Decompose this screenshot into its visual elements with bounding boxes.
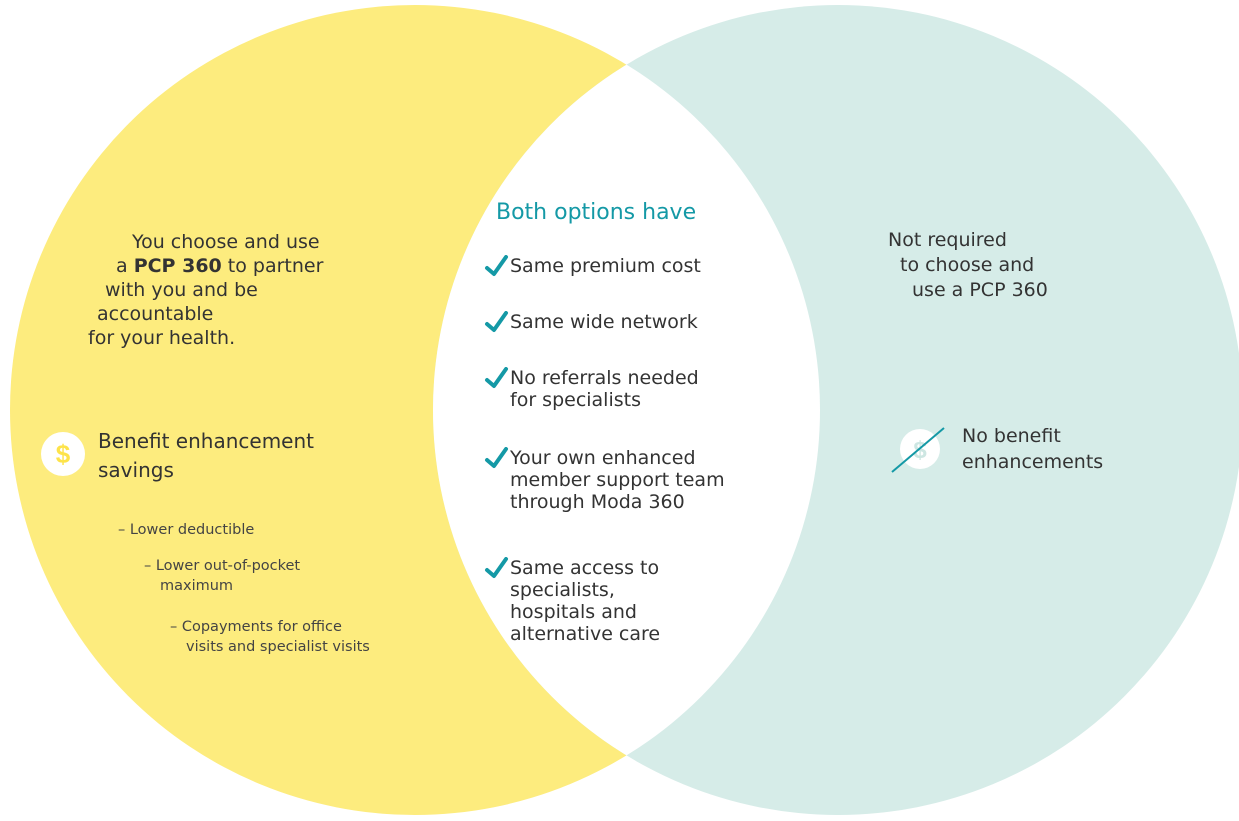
benefit-heading-line: Benefit enhancement: [98, 429, 314, 453]
right-intro-line: Not required: [888, 229, 1007, 251]
no-dollar-sign-icon: $: [890, 424, 946, 474]
no-benefit-line: No benefit: [962, 425, 1061, 447]
check-item-line: hospitals and: [510, 601, 637, 623]
left-intro-line: You choose and use: [132, 231, 320, 253]
benefit-list-item: – Lower deductible: [118, 520, 254, 540]
benefit-item-text: maximum: [160, 578, 234, 594]
check-item-text: Same premium cost: [510, 255, 701, 277]
benefit-heading-line: savings: [98, 458, 174, 482]
checkmark-icon: [485, 255, 508, 276]
check-item-referrals: No referrals needed for specialists: [484, 367, 699, 411]
check-item-premium: Same premium cost: [484, 255, 701, 277]
check-item-text: Your own enhanced member support team th…: [510, 447, 725, 513]
left-intro-line: a PCP 360 to partner: [88, 254, 408, 278]
check-item-line: specialists,: [510, 579, 615, 601]
left-intro-line: for your health.: [88, 327, 236, 349]
svg-text:$: $: [913, 437, 927, 464]
benefit-heading: Benefit enhancement savings: [98, 427, 314, 485]
checkmark-icon: [485, 447, 508, 468]
check-item-network: Same wide network: [484, 311, 698, 333]
right-intro: Not required to choose and use a PCP 360: [882, 228, 1048, 303]
checkmark-icon: [485, 557, 508, 578]
check-item-line: Your own enhanced: [510, 447, 696, 469]
checkmark-icon: [485, 367, 508, 388]
benefit-item-text: – Copayments for office: [170, 619, 342, 635]
benefit-list-item: – Copayments for office visits and speci…: [170, 617, 370, 657]
no-benefit-line: enhancements: [962, 451, 1104, 473]
benefit-list-item: – Lower out-of-pocket maximum: [144, 556, 300, 596]
check-item-line: alternative care: [510, 623, 661, 645]
benefit-item-text: – Lower out-of-pocket: [144, 558, 301, 574]
check-item-line: Same access to: [510, 557, 660, 579]
benefit-item-text: visits and specialist visits: [186, 639, 370, 655]
left-intro-line: with you and be: [105, 279, 258, 301]
check-item-support-team: Your own enhanced member support team th…: [484, 447, 725, 513]
svg-text:$: $: [56, 439, 71, 469]
check-item-line: for specialists: [510, 389, 641, 411]
check-item-text: No referrals needed for specialists: [510, 367, 699, 411]
check-item-text: Same access to specialists, hospitals an…: [510, 557, 660, 645]
left-intro: You choose and use a PCP 360 to partner …: [88, 230, 408, 350]
check-item-line: member support team: [510, 469, 725, 491]
no-benefit-text: No benefit enhancements: [962, 423, 1103, 475]
check-item-line: No referrals needed: [510, 367, 699, 389]
overlap-region: [433, 5, 820, 815]
benefit-item-text: – Lower deductible: [118, 522, 255, 538]
checkmark-icon: [485, 311, 508, 332]
check-item-text: Same wide network: [510, 311, 698, 333]
dollar-sign-icon: $: [40, 431, 86, 477]
right-intro-line: use a PCP 360: [912, 279, 1048, 301]
check-item-line: Same wide network: [510, 311, 698, 333]
check-item-access: Same access to specialists, hospitals an…: [484, 557, 660, 645]
check-item-line: through Moda 360: [510, 491, 685, 513]
left-intro-line: accountable: [97, 303, 214, 325]
center-heading: Both options have: [496, 200, 697, 225]
left-intro-text: to partner: [221, 255, 324, 277]
right-intro-line: to choose and: [900, 254, 1035, 276]
check-item-line: Same premium cost: [510, 255, 701, 277]
left-intro-text: a: [116, 255, 134, 277]
pcp-360-label: PCP 360: [133, 255, 222, 277]
